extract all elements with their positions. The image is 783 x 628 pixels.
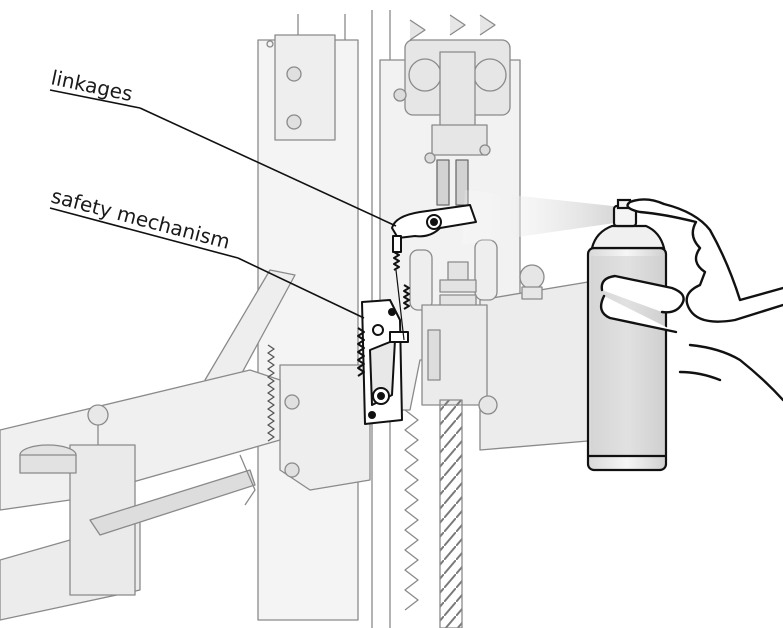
arm-handle xyxy=(89,469,256,536)
linkages-underline xyxy=(49,89,141,109)
label-safety-mechanism: safety mechanism xyxy=(49,184,233,254)
linkage-spring xyxy=(393,251,400,271)
arm-spring xyxy=(267,344,275,442)
safety-link-spring xyxy=(403,284,410,310)
safety-leader xyxy=(237,257,365,319)
highlighted-safety-mechanism xyxy=(357,251,410,425)
lower-carriage xyxy=(279,364,371,491)
safety-spring-icon xyxy=(357,327,365,377)
highlighted-linkage xyxy=(391,204,477,253)
roller-assembly xyxy=(404,14,511,156)
hand-icon xyxy=(599,198,783,402)
linkages-leader xyxy=(139,107,397,227)
spray-can-icon xyxy=(586,198,668,472)
plunger xyxy=(439,261,477,308)
left-bracket xyxy=(274,34,336,141)
callout-lines xyxy=(49,89,397,319)
rack-chain xyxy=(439,399,463,628)
label-linkages: linkages xyxy=(49,65,135,106)
spray-mist xyxy=(462,190,622,245)
right-housing xyxy=(479,279,601,451)
safety-underline xyxy=(49,207,239,259)
lift-structure xyxy=(0,10,601,628)
